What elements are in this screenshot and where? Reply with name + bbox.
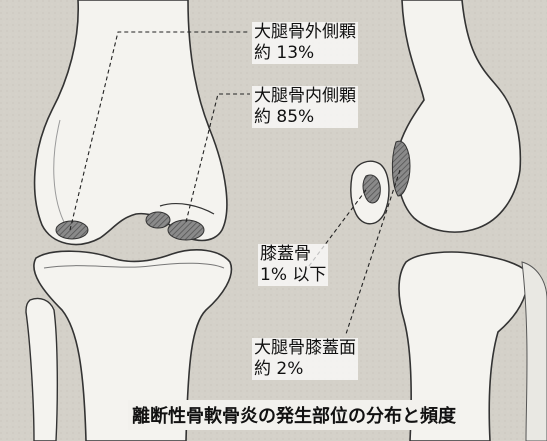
label-medial-condyle: 大腿骨内側顆 約 85% xyxy=(252,86,358,128)
label-medial-condyle-value: 約 85% xyxy=(254,107,356,128)
label-patella-value: 1% 以下 xyxy=(260,265,326,286)
figure-caption: 離断性骨軟骨炎の発生部位の分布と頻度 xyxy=(128,400,460,430)
label-patellar-surface-name: 大腿骨膝蓋面 xyxy=(254,338,356,359)
label-patellar-surface-value: 約 2% xyxy=(254,359,356,380)
label-patella: 膝蓋骨 1% 以下 xyxy=(258,244,328,286)
label-patella-name: 膝蓋骨 xyxy=(260,244,326,265)
label-patellar-surface: 大腿骨膝蓋面 約 2% xyxy=(252,338,358,380)
medial-condyle-lesion xyxy=(168,220,204,240)
lateral-condyle-lesion xyxy=(56,221,88,239)
label-lateral-condyle-name: 大腿骨外側顆 xyxy=(254,22,356,43)
label-medial-condyle-name: 大腿骨内側顆 xyxy=(254,86,356,107)
notch-lesion xyxy=(146,212,170,228)
label-lateral-condyle-value: 約 13% xyxy=(254,43,356,64)
label-lateral-condyle: 大腿骨外側顆 約 13% xyxy=(252,22,358,64)
